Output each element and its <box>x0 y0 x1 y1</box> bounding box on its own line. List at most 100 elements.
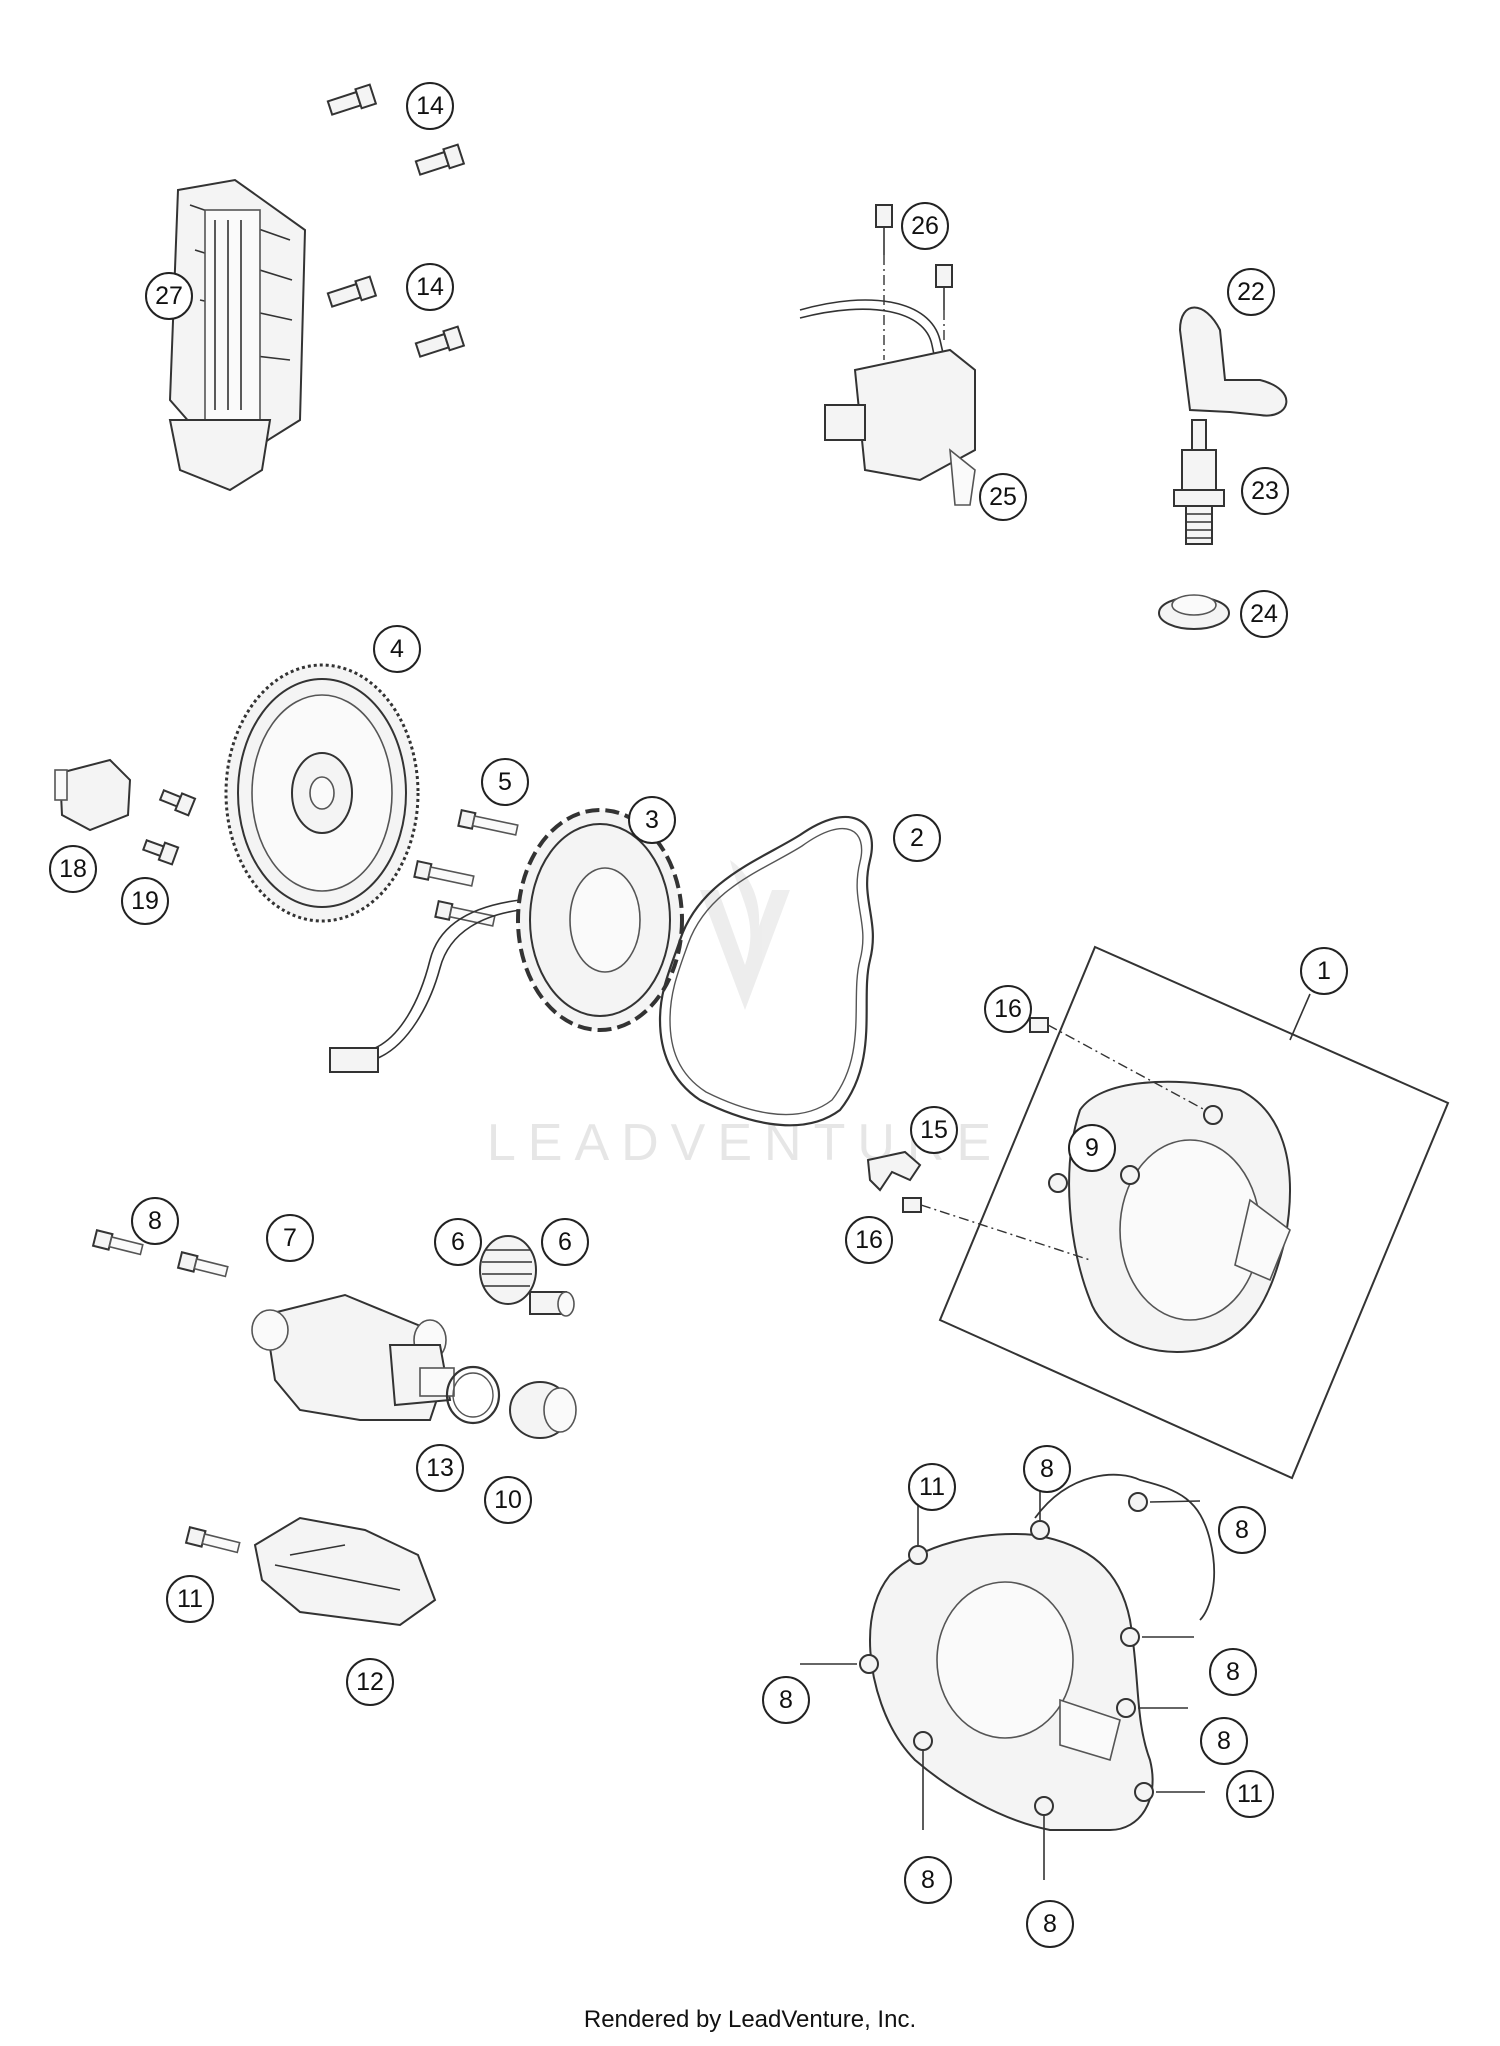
part-6-starter-gears <box>479 1235 575 1317</box>
leader-lines <box>800 1490 1205 1880</box>
callout-8-cover-bottom-left: 8 <box>904 1856 952 1904</box>
callout-27: 27 <box>145 272 193 320</box>
svg-text:25: 25 <box>989 483 1017 511</box>
svg-text:16: 16 <box>855 1226 883 1254</box>
callout-16-lower: 16 <box>845 1216 893 1264</box>
part-8-bolts-starter <box>91 1229 229 1278</box>
part-16-screws <box>902 1017 1206 1261</box>
svg-text:8: 8 <box>779 1686 793 1714</box>
callout-12: 12 <box>346 1658 394 1706</box>
callout-2: 2 <box>893 814 941 862</box>
callout-11-guard: 11 <box>166 1575 214 1623</box>
callout-13: 13 <box>416 1444 464 1492</box>
svg-text:8: 8 <box>1226 1658 1240 1686</box>
part-23-spark-plug <box>1173 419 1225 545</box>
svg-text:13: 13 <box>426 1454 454 1482</box>
callout-8-cover-left: 8 <box>762 1676 810 1724</box>
callout-3: 3 <box>628 796 676 844</box>
callout-8-cover-bottom: 8 <box>1026 1900 1074 1948</box>
callout-19: 19 <box>121 877 169 925</box>
part-22-plug-cap <box>1178 306 1288 417</box>
callout-6-left: 6 <box>434 1218 482 1266</box>
svg-text:1: 1 <box>1317 957 1331 985</box>
callout-8-cover-top: 8 <box>1023 1445 1071 1493</box>
callout-6-right: 6 <box>541 1218 589 1266</box>
svg-text:12: 12 <box>356 1668 384 1696</box>
part-24-washer <box>1158 594 1230 630</box>
callout-11-cover-right: 11 <box>1226 1770 1274 1818</box>
part-2-gasket <box>658 815 874 1127</box>
callout-11-cover-top: 11 <box>908 1463 956 1511</box>
callout-8-cover-right-low: 8 <box>1200 1717 1248 1765</box>
svg-text:14: 14 <box>416 273 444 301</box>
part-3-stator <box>329 808 684 1073</box>
svg-text:6: 6 <box>558 1228 572 1256</box>
svg-text:3: 3 <box>645 806 659 834</box>
svg-text:11: 11 <box>1237 1780 1263 1808</box>
svg-text:19: 19 <box>131 887 159 915</box>
callout-10: 10 <box>484 1476 532 1524</box>
svg-text:15: 15 <box>920 1116 948 1144</box>
svg-text:18: 18 <box>59 855 87 883</box>
callout-25: 25 <box>979 473 1027 521</box>
svg-text:5: 5 <box>498 768 512 796</box>
part-4-flywheel <box>224 663 420 923</box>
svg-text:6: 6 <box>451 1228 465 1256</box>
callout-4: 4 <box>373 625 421 673</box>
footer-credit: Rendered by LeadVenture, Inc. <box>583 2006 917 2033</box>
svg-text:22: 22 <box>1237 278 1265 306</box>
callout-18: 18 <box>49 845 97 893</box>
part-14-screws <box>326 83 466 358</box>
callout-1: 1 <box>1300 947 1348 995</box>
callout-16-upper: 16 <box>984 985 1032 1033</box>
svg-text:8: 8 <box>921 1866 935 1894</box>
svg-text:24: 24 <box>1250 600 1278 628</box>
callout-14-upper: 14 <box>406 82 454 130</box>
svg-text:10: 10 <box>494 1486 522 1514</box>
svg-text:8: 8 <box>1217 1727 1231 1755</box>
callout-8-cover-right-top: 8 <box>1218 1506 1266 1554</box>
svg-text:26: 26 <box>911 212 939 240</box>
part-27-ecu-bracket <box>168 178 307 492</box>
svg-text:8: 8 <box>1235 1516 1249 1544</box>
callout-24: 24 <box>1240 590 1288 638</box>
callout-5: 5 <box>481 758 529 806</box>
svg-text:7: 7 <box>283 1224 297 1252</box>
svg-text:8: 8 <box>148 1207 162 1235</box>
callout-15: 15 <box>910 1106 958 1154</box>
part-9-plug <box>1048 1173 1068 1193</box>
part-10-bushing <box>509 1381 577 1439</box>
part-7-starter-motor <box>251 1293 455 1421</box>
part-19-screws <box>142 789 197 866</box>
callout-8-cover-right-mid: 8 <box>1209 1648 1257 1696</box>
part-12-guard <box>253 1516 437 1627</box>
svg-text:4: 4 <box>390 635 404 663</box>
part-5-bolts <box>413 808 519 927</box>
part-11-bolt-guard <box>184 1526 241 1554</box>
callout-26: 26 <box>901 202 949 250</box>
part-1-cover-assembly <box>938 945 1450 1480</box>
svg-text:8: 8 <box>1043 1910 1057 1938</box>
svg-text:11: 11 <box>177 1585 203 1613</box>
callout-7: 7 <box>266 1214 314 1262</box>
callout-23: 23 <box>1241 467 1289 515</box>
part-15-clip <box>866 1150 922 1192</box>
svg-text:27: 27 <box>155 282 183 310</box>
callout-14-lower: 14 <box>406 263 454 311</box>
svg-text:14: 14 <box>416 92 444 120</box>
part-25-ignition-coil <box>799 299 976 506</box>
part-18-sensor <box>54 758 132 832</box>
svg-text:8: 8 <box>1040 1455 1054 1483</box>
part-26-bolts <box>875 204 953 360</box>
part-outer-ignition-cover <box>859 1473 1216 1831</box>
svg-text:9: 9 <box>1085 1134 1099 1162</box>
callout-22: 22 <box>1227 268 1275 316</box>
callout-9: 9 <box>1068 1124 1116 1172</box>
svg-text:11: 11 <box>919 1473 945 1501</box>
part-13-o-ring <box>445 1365 501 1425</box>
svg-text:2: 2 <box>910 824 924 852</box>
callout-8-starter: 8 <box>131 1197 179 1245</box>
svg-text:23: 23 <box>1251 477 1279 505</box>
svg-text:16: 16 <box>994 995 1022 1023</box>
